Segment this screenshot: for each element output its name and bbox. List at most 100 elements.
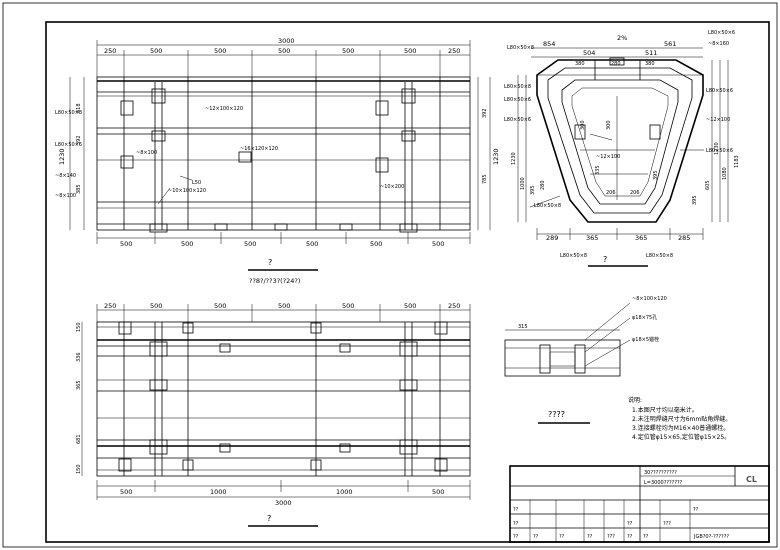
elev-bottom-dim-2: 500 xyxy=(244,240,256,248)
section-right-dim-4: 395 xyxy=(692,195,698,205)
plan-overall-dim: 3000 xyxy=(275,499,292,507)
section-bottom-dim-0: 289 xyxy=(546,234,558,242)
elev-bottom-dim-3: 500 xyxy=(306,240,318,248)
plan-bottom-dim-0: 500 xyxy=(120,488,132,496)
inner-border xyxy=(45,21,770,543)
elev-bottom-dim-1: 500 xyxy=(181,240,193,248)
plan-bottom-dim-2: 1000 xyxy=(336,488,353,496)
plan-top-dim-2: 500 xyxy=(214,302,226,310)
section-inner-dim-2: 300 xyxy=(606,120,612,130)
section-left-label-4: L80×50×8 xyxy=(560,253,587,259)
section-top-sub-2: 380 xyxy=(645,61,655,67)
elev-left-total: 1230 xyxy=(58,148,66,165)
section-left-dim-1: 1000 xyxy=(520,177,526,190)
section-right-label-4: L80×50×8 xyxy=(646,253,673,259)
tb-cell-8: ?? xyxy=(643,534,649,540)
elevation-subcaption: ??8?/??3?(?24?) xyxy=(249,277,300,285)
title-subtitle: L=3000??????? xyxy=(644,480,683,486)
section-right-dim-0: 1183 xyxy=(734,155,740,168)
elevation-overall-dim: 3000 xyxy=(278,37,295,45)
plan-top-dim-4: 500 xyxy=(342,302,354,310)
elev-top-dim-4: 500 xyxy=(342,47,354,55)
elev-top-dim-0: 250 xyxy=(104,47,116,55)
note-item-1: 2.未注明焊缝尺寸为6mm贴角焊缝。 xyxy=(632,415,731,423)
elev-inner-label-1: ~8×100 xyxy=(136,150,157,156)
elev-inner-label-0: ~12×100×120 xyxy=(205,106,243,112)
plan-top-dim-1: 500 xyxy=(150,302,162,310)
section-right-label-2: L80×50×6 xyxy=(706,148,733,154)
tb-cell-1: ?? xyxy=(513,534,519,540)
elev-left-dim-1: 392 xyxy=(76,135,82,145)
title-drawing-no: JGB?0?-?????? xyxy=(693,534,729,540)
tb-cell-11: ?? xyxy=(513,507,519,513)
section-bottom-dim-3: 285 xyxy=(678,234,690,242)
section-slope: 2% xyxy=(617,34,627,42)
section-left-dim-0: 1230 xyxy=(511,152,517,165)
section-top-sub-1: 280 xyxy=(611,61,621,67)
elev-right-total: 1230 xyxy=(492,148,500,165)
elev-left-label-1: L80×50×6 xyxy=(55,142,82,148)
section-right-label-3: ~12×100 xyxy=(596,154,620,160)
elev-top-dim-3: 500 xyxy=(278,47,290,55)
elev-top-dim-6: 250 xyxy=(448,47,460,55)
section-right-dim-1: 1230 xyxy=(714,142,720,155)
notes-block: 说明: 1.本图尺寸均以毫米计。 2.未注明焊缝尺寸为6mm贴角焊缝。 3.连接… xyxy=(628,396,731,441)
tb-cell-7: ?? xyxy=(627,521,633,527)
detail-label-2: φ18×5锚栓 xyxy=(632,336,659,343)
elev-top-dim-2: 500 xyxy=(214,47,226,55)
section-inner-dim-3: 395 xyxy=(653,170,659,180)
elev-left-dim-0: 418 xyxy=(76,103,82,113)
section-left-label-0: L80×50×8 xyxy=(504,84,531,90)
elev-top-dim-1: 500 xyxy=(150,47,162,55)
plan-left-dim-0: 150 xyxy=(76,322,82,332)
tb-cell-4: ?? xyxy=(587,534,593,540)
notes-title: 说明: xyxy=(628,396,642,404)
tb-cell-3: ?? xyxy=(559,534,565,540)
elev-left-label-0: L80×50×8 xyxy=(55,110,82,116)
elev-left-label-2: ~8×140 xyxy=(55,173,76,179)
plan-left-dim-4: 150 xyxy=(76,464,82,474)
title-project: 30?????????? xyxy=(644,470,677,476)
section-caption: ? xyxy=(603,255,607,264)
detail-dim-0: 315 xyxy=(518,324,528,330)
section-bottom-dim-1: 365 xyxy=(586,234,598,242)
section-top-dim-0: 504 xyxy=(583,49,595,57)
section-left-label-3: L80×50×8 xyxy=(534,203,561,209)
detail-label-1: φ18×75孔 xyxy=(632,314,657,321)
tb-cell-0: ?? xyxy=(513,521,519,527)
section-top-sub-0: 380 xyxy=(575,61,585,67)
elev-bottom-dim-4: 500 xyxy=(370,240,382,248)
section-inner-dim-1: 335 xyxy=(595,165,601,175)
section-right-label-1: ~12×100 xyxy=(706,117,730,123)
section-left-dim-3: 280 xyxy=(540,180,546,190)
tb-cell-2: ?? xyxy=(533,534,539,540)
elev-inner-label-2: ~16×120×120 xyxy=(240,146,278,152)
plan-caption: ? xyxy=(267,514,271,523)
note-item-3: 4.定位管φ15×65,定位管φ15×25。 xyxy=(632,433,730,441)
elevation-caption: ? xyxy=(268,258,272,267)
section-bottom-inner-1: 206 xyxy=(630,190,640,196)
tb-cell-6: ?? xyxy=(627,534,633,540)
elev-bottom-dim-5: 500 xyxy=(432,240,444,248)
detail-caption: ???? xyxy=(548,410,565,419)
plan-bottom-dim-3: 500 xyxy=(432,488,444,496)
title-logo: CL xyxy=(746,475,757,484)
plan-left-dim-2: 365 xyxy=(76,380,82,390)
section-bottom-inner-0: 206 xyxy=(606,190,616,196)
section-top-label-1: L80×50×6 xyxy=(708,30,735,36)
title-block: 30?????????? L=3000??????? CL ?? ?? ?? ?… xyxy=(509,465,770,543)
elev-top-dim-5: 500 xyxy=(404,47,416,55)
section-top-label-0: L80×50×8 xyxy=(507,45,534,51)
section-left-label-2: L80×50×6 xyxy=(504,97,531,103)
tb-cell-9: ??? xyxy=(663,521,671,527)
section-top-dim-1: 511 xyxy=(645,49,657,57)
section-right-label-0: L80×50×6 xyxy=(706,88,733,94)
section-right-dim-2: 1080 xyxy=(722,167,728,180)
elev-right-dim-0: 392 xyxy=(482,108,488,118)
elev-left-dim-2: 385 xyxy=(76,184,82,194)
elev-inner-label-5: ~10×200 xyxy=(380,184,404,190)
section-inner-dim-0: 300 xyxy=(580,120,586,130)
elev-bottom-dim-0: 500 xyxy=(120,240,132,248)
elev-right-dim-1: 785 xyxy=(482,174,488,184)
